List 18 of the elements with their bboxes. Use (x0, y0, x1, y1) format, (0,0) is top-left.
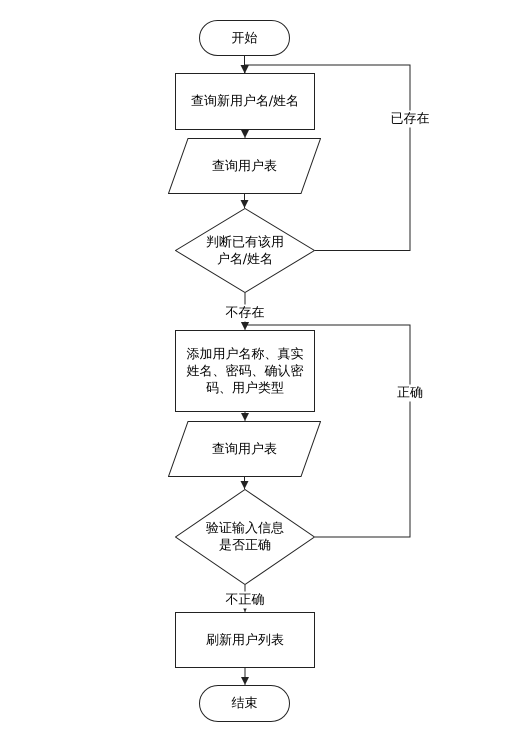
process-box: 添加用户名称、真实姓名、密码、确认密码、用户类型 (175, 330, 315, 412)
process-box: 刷新用户列表 (175, 612, 315, 668)
decision-diamond: 判断已有该用户名/姓名 (175, 208, 315, 293)
data-parallelogram: 查询用户表 (168, 138, 321, 194)
terminal-shape: 结束 (199, 685, 290, 722)
arrow (241, 412, 249, 422)
arrow (240, 476, 248, 490)
edge-label: 已存在 (390, 110, 430, 128)
terminal-shape: 开始 (199, 20, 290, 56)
arrow (241, 130, 249, 138)
arrow (241, 668, 249, 686)
edge-label: 不存在 (224, 304, 266, 321)
process-box: 查询新用户名/姓名 (175, 73, 315, 130)
edge-label: 正确 (396, 384, 424, 402)
arrow (241, 322, 410, 538)
arrow (240, 194, 248, 208)
data-parallelogram: 查询用户表 (168, 421, 321, 477)
decision-diamond: 验证输入信息是否正确 (175, 489, 315, 585)
